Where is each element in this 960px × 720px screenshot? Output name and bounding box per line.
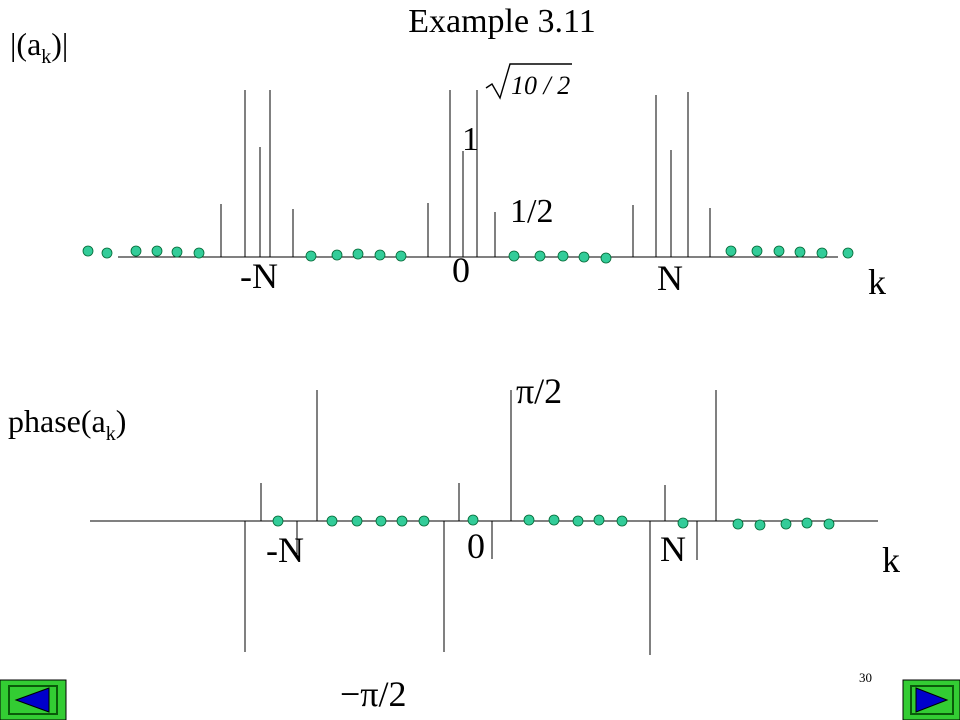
phase-tick-n: N bbox=[660, 529, 686, 569]
zero-dot bbox=[751, 245, 763, 257]
magnitude-tick-n: N bbox=[657, 258, 683, 298]
zero-dot bbox=[823, 518, 835, 530]
magnitude-level-half: 1/2 bbox=[510, 193, 553, 230]
magnitude-level-one: 1 bbox=[462, 121, 479, 158]
zero-dot bbox=[351, 515, 363, 527]
zero-dot bbox=[725, 245, 737, 257]
sqrt-label: 10 / 2 bbox=[485, 63, 572, 100]
next-button-inner bbox=[910, 685, 954, 715]
zero-dot bbox=[151, 245, 163, 257]
magnitude-axis-k: k bbox=[868, 262, 886, 302]
phase-tick-minus-n: -N bbox=[266, 530, 304, 570]
zero-dot bbox=[794, 246, 806, 258]
zero-dot bbox=[130, 245, 142, 257]
phase-ylabel: phase(ak) bbox=[8, 403, 126, 445]
phase-pi-half-label: π/2 bbox=[516, 371, 562, 411]
zero-dot bbox=[548, 514, 560, 526]
zero-dot bbox=[732, 518, 744, 530]
zero-dot bbox=[578, 251, 590, 263]
right-triangle-icon bbox=[915, 687, 949, 713]
phase-minus-pi-half-label: −π/2 bbox=[340, 674, 406, 714]
zero-dot bbox=[677, 517, 689, 529]
next-slide-button[interactable] bbox=[902, 679, 960, 720]
zero-dot bbox=[171, 246, 183, 258]
zero-dot bbox=[557, 250, 569, 262]
magnitude-tick-minus-n: -N bbox=[240, 256, 278, 296]
zero-dot bbox=[754, 519, 766, 531]
page-number: 30 bbox=[859, 670, 872, 685]
magnitude-tick-zero: 0 bbox=[452, 250, 470, 290]
zero-dot bbox=[375, 515, 387, 527]
zero-dot bbox=[467, 514, 479, 526]
zero-dot bbox=[395, 250, 407, 262]
magnitude-stems bbox=[220, 90, 711, 257]
zero-dot bbox=[593, 514, 605, 526]
zero-dot bbox=[418, 515, 430, 527]
magnitude-zero-dots bbox=[82, 245, 854, 264]
zero-dot bbox=[272, 515, 284, 527]
zero-dot bbox=[101, 247, 113, 259]
zero-dot bbox=[780, 518, 792, 530]
zero-dot bbox=[396, 515, 408, 527]
sqrt-sign bbox=[485, 63, 572, 100]
zero-dot bbox=[326, 515, 338, 527]
phase-plot: phase(ak) bbox=[8, 371, 900, 714]
phase-stems bbox=[244, 390, 717, 655]
zero-dot bbox=[534, 250, 546, 262]
magnitude-ylabel: |(ak)| bbox=[10, 26, 68, 68]
zero-dot bbox=[193, 247, 205, 259]
phase-axis-k: k bbox=[882, 540, 900, 580]
zero-dot bbox=[600, 252, 612, 264]
sqrt-value: 10 / 2 bbox=[511, 71, 570, 100]
zero-dot bbox=[773, 245, 785, 257]
phase-zero-dots bbox=[272, 514, 835, 531]
zero-dot bbox=[801, 517, 813, 529]
zero-dot bbox=[82, 245, 94, 257]
slide-title: Example 3.11 bbox=[408, 3, 596, 40]
previous-button-inner bbox=[8, 685, 58, 715]
zero-dot bbox=[331, 249, 343, 261]
previous-slide-button[interactable] bbox=[0, 679, 67, 720]
zero-dot bbox=[374, 249, 386, 261]
left-triangle-icon bbox=[14, 687, 50, 713]
zero-dot bbox=[508, 250, 520, 262]
zero-dot bbox=[305, 250, 317, 262]
phase-tick-zero: 0 bbox=[467, 526, 485, 566]
zero-dot bbox=[572, 515, 584, 527]
magnitude-plot: |(ak)| bbox=[10, 26, 886, 302]
zero-dot bbox=[816, 247, 828, 259]
zero-dot bbox=[523, 514, 535, 526]
zero-dot bbox=[616, 515, 628, 527]
zero-dot bbox=[352, 248, 364, 260]
zero-dot bbox=[842, 247, 854, 259]
